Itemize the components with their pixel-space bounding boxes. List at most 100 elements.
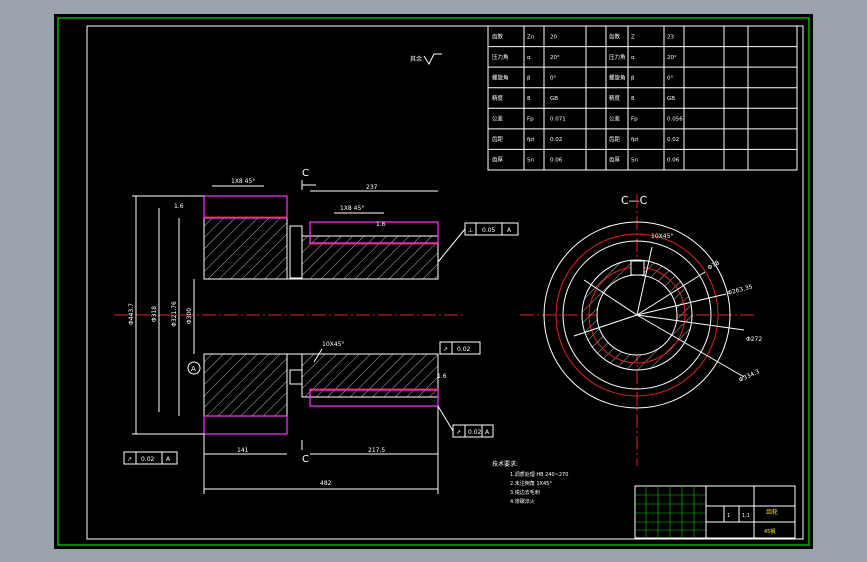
title-block: 齿轮 1:1 1 45钢	[634, 485, 796, 539]
param-cell: 20°	[667, 55, 677, 61]
gear-drawing-canvas: 齿数 Zn 20 齿数 Z 23 压力角 α 20° 压力角 α 20° 螺旋角 β 0° 螺旋角 β 0° 精度 8…	[57, 17, 810, 546]
param-cell: 0°	[667, 75, 673, 81]
drawing-border	[86, 25, 804, 540]
param-cell: 0.056	[667, 117, 683, 123]
svg-text:A: A	[485, 429, 490, 436]
param-cell: 8	[631, 96, 635, 102]
cut-marker-bottom: C	[302, 454, 309, 465]
param-cell: 公差	[492, 115, 504, 123]
svg-text:技术要求:: 技术要求:	[492, 460, 518, 468]
section-view: Φ443.7 Φ318 Φ321.76 Φ300 1X8 45° 1X8 45°…	[114, 168, 519, 494]
title-material: 45钢	[764, 528, 775, 535]
section-cc-view: C—C Φ78 Φ263.35 Φ272 Φ334.3 10X45°	[520, 194, 762, 466]
roughness-mark-a: 1.6	[174, 203, 184, 210]
param-cell: 齿厚	[492, 157, 504, 164]
technical-notes: 技术要求: 1.调质处理 HB 240~270 2.未注倒角 1X45° 3.锐…	[492, 460, 568, 505]
param-cell: 压力角	[609, 53, 626, 61]
param-cell: 螺旋角	[492, 73, 509, 81]
param-cell: 20	[550, 34, 557, 40]
param-cell: GB	[667, 96, 675, 102]
param-cell: 压力角	[492, 53, 509, 61]
param-cell: 齿数	[609, 32, 621, 40]
datum-a-symbol	[187, 361, 201, 375]
dim-length-2175: 217.5	[368, 447, 385, 454]
dim-length-482: 482	[320, 480, 332, 487]
param-cell: Fp	[527, 117, 534, 123]
param-cell: 齿数	[492, 32, 504, 40]
param-cell: β	[631, 75, 635, 81]
roughness-note: 其余	[410, 55, 422, 63]
svg-text:↗: ↗	[456, 429, 461, 436]
param-cell: 精度	[609, 94, 621, 102]
param-cell: 螺旋角	[609, 73, 626, 81]
teeth-outline-bottom-left	[203, 415, 288, 435]
param-cell: α	[527, 55, 531, 61]
svg-text:2.未注倒角 1X45°: 2.未注倒角 1X45°	[510, 480, 552, 487]
param-cell: 0.06	[667, 158, 680, 164]
svg-text:0.02: 0.02	[468, 429, 482, 436]
dim-cc-dia-2: Φ263.35	[727, 283, 754, 296]
dim-cc-dia-3: Φ272	[746, 336, 762, 343]
svg-text:0.05: 0.05	[482, 227, 496, 234]
roughness-mark-c: 1.6	[437, 373, 447, 380]
svg-text:A: A	[166, 456, 171, 463]
title-part-name: 齿轮	[766, 508, 778, 516]
param-cell: 精度	[492, 94, 504, 102]
roughness-symbol-icon	[423, 53, 442, 66]
param-cell: Fp	[631, 117, 638, 123]
dim-chamfer-hole: 10X45°	[322, 341, 344, 348]
teeth-outline-top-left	[203, 195, 288, 219]
title-scale: 1:1	[742, 513, 750, 519]
svg-text:0.02: 0.02	[141, 456, 155, 463]
param-cell: 0.071	[550, 117, 566, 123]
param-cell: Sn	[631, 158, 638, 164]
param-cell: 20°	[550, 55, 560, 61]
param-cell: Sn	[527, 158, 534, 164]
param-cell: 齿厚	[609, 157, 621, 164]
param-cell: 8	[527, 96, 531, 102]
param-cell: 23	[667, 34, 674, 40]
parameter-table: 齿数 Zn 20 齿数 Z 23 压力角 α 20° 压力角 α 20° 螺旋角 β 0° 螺旋角 β 0° 精度 8…	[487, 25, 798, 171]
param-cell: 0°	[550, 75, 556, 81]
param-cell: 0.02	[550, 137, 562, 143]
teeth-outline-bottom-right	[309, 389, 439, 407]
dim-dia-outer: Φ443.7	[128, 303, 135, 325]
cad-viewport[interactable]: 齿数 Zn 20 齿数 Z 23 压力角 α 20° 压力角 α 20° 螺旋角 β 0° 螺旋角 β 0° 精度 8…	[54, 14, 813, 549]
param-cell: Z	[631, 34, 635, 40]
svg-text:A: A	[507, 227, 512, 234]
roughness-mark-b: 1.6	[376, 221, 386, 228]
svg-text:⊥: ⊥	[468, 227, 473, 234]
dim-length-237: 237	[366, 184, 378, 191]
dim-length-141: 141	[237, 447, 249, 454]
hub-section-bottom	[203, 353, 288, 417]
dim-cc-dia-4: Φ334.3	[738, 368, 761, 384]
param-cell: fpt	[631, 137, 639, 143]
dim-chamfer-top: 1X8 45°	[231, 178, 255, 185]
param-cell: α	[631, 55, 635, 61]
param-cell: 0.02	[667, 137, 679, 143]
svg-text:1.调质处理 HB 240~270: 1.调质处理 HB 240~270	[510, 471, 568, 478]
param-cell: β	[527, 75, 531, 81]
svg-text:A: A	[191, 365, 196, 373]
tolerance-frame-bottom: ↗ 0.02 A	[437, 405, 494, 438]
outer-frame	[57, 17, 810, 546]
dim-chamfer-mid: 1X8 45°	[340, 205, 364, 212]
svg-text:3.锐边去毛刺: 3.锐边去毛刺	[510, 489, 540, 496]
teeth-outline-top-right	[309, 221, 439, 244]
param-cell: 齿距	[609, 136, 621, 143]
dim-dia-hub: Φ321.76	[171, 301, 178, 327]
tolerance-frame-left: ↗ 0.02 A	[123, 451, 178, 465]
svg-text:0.02: 0.02	[457, 346, 471, 353]
hub-section-top	[203, 216, 288, 280]
dim-dia-bore: Φ300	[186, 308, 193, 324]
tolerance-frame-middle: ↗ 0.02	[439, 341, 481, 355]
param-cell: 0.06	[550, 158, 563, 164]
tolerance-frame-right: ⊥ 0.05 A	[437, 222, 519, 263]
param-cell: 公差	[609, 115, 621, 123]
param-cell: Zn	[527, 34, 535, 40]
svg-text:4.渗碳淬火: 4.渗碳淬火	[510, 498, 535, 505]
title-sheet: 1	[727, 513, 730, 519]
svg-text:↗: ↗	[127, 456, 132, 463]
param-cell: fpt	[527, 137, 535, 143]
dim-cc-keyway: 10X45°	[651, 233, 673, 240]
